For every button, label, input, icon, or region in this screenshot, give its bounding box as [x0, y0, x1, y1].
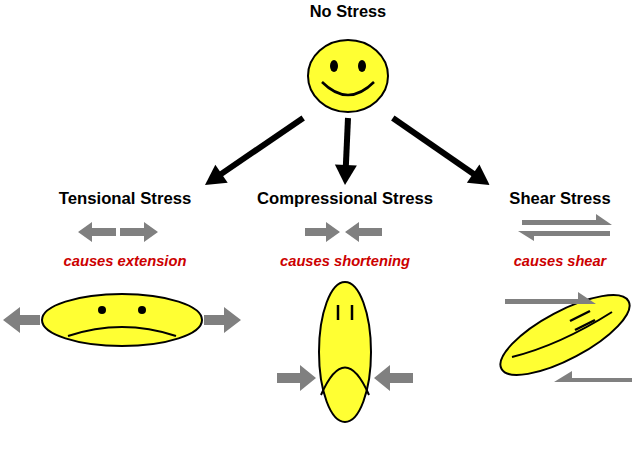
arrow-head	[467, 165, 490, 185]
shear-node: Shear Stress causes shear	[480, 188, 640, 398]
arrow-head	[205, 165, 228, 185]
arrow-shaft	[220, 118, 303, 175]
effect-label: causes shortening	[240, 252, 450, 271]
smiley-face	[308, 40, 388, 112]
no-stress-node: No Stress	[292, 0, 404, 116]
arrow-shaft	[346, 118, 348, 167]
tension-node: Tensional Stress causes extension	[0, 188, 250, 348]
arrow-head	[335, 165, 357, 185]
flow-arrow	[205, 118, 303, 185]
compression-node: Compressional Stress causes shortening	[240, 188, 450, 428]
flow-arrow	[393, 118, 490, 185]
stress-heading: Tensional Stress	[0, 188, 250, 210]
stress-arrows	[78, 214, 612, 242]
flow-arrow	[335, 118, 357, 185]
sheared-face	[490, 280, 640, 390]
squeezed-face	[277, 282, 413, 422]
stretched-face	[3, 294, 241, 346]
stress-heading: Shear Stress	[480, 188, 640, 210]
stress-heading: Compressional Stress	[240, 188, 450, 210]
stress-heading: No Stress	[292, 0, 404, 22]
effect-label: causes shear	[480, 252, 640, 271]
effect-label: causes extension	[0, 252, 250, 271]
arrow-shaft	[393, 118, 475, 175]
